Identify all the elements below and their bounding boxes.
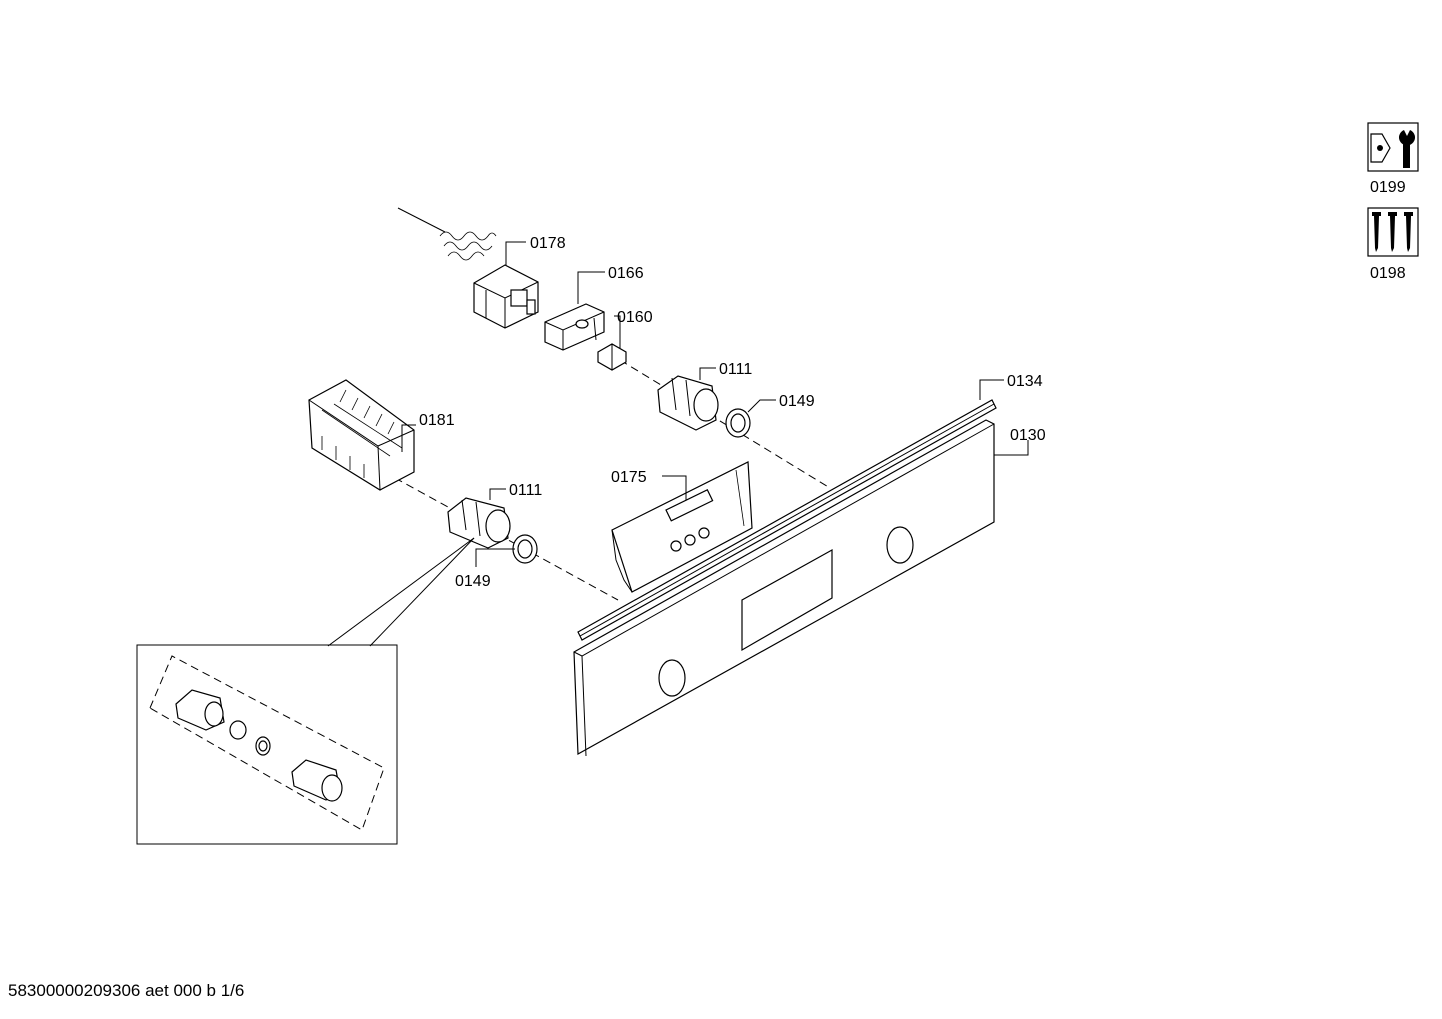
leader-0130 [993,440,1029,456]
icon-0198[interactable] [1367,207,1419,257]
label-0134: 0134 [1007,373,1043,390]
screws-icon [1372,212,1413,252]
detail-adapter [229,720,247,740]
leader-0181 [401,424,416,452]
part-0134-strip[interactable] [577,399,997,641]
leader-0178 [505,241,526,266]
part-0130-panel[interactable] [573,419,995,757]
assembly-axes [394,359,831,601]
label-0111-left: 0111 [509,482,542,499]
label-0178: 0178 [530,235,566,252]
label-0149-top: 0149 [779,393,815,410]
leader-0111-left [489,488,506,500]
leader-0160 [614,315,621,348]
part-0111-knob-left[interactable] [447,497,511,549]
label-0130: 0130 [1010,427,1046,444]
detail-inset [136,644,398,845]
icon-0199[interactable] [1367,122,1419,172]
label-0175: 0175 [611,469,647,486]
label-0181: 0181 [419,412,455,429]
leader-0175 [662,475,687,500]
wrench-nut-icon [1370,130,1416,168]
part-0149-ring-top[interactable] [725,408,751,438]
label-0160: 0160 [617,309,653,326]
leader-0111-top [699,367,716,380]
part-0111-knob-top[interactable] [657,375,719,431]
leader-0166 [577,271,605,304]
detail-knob [291,759,343,802]
detail-switch-body [175,689,225,731]
label-0166: 0166 [608,265,644,282]
part-0181-switch[interactable] [308,379,415,491]
part-0175-module[interactable] [611,461,753,593]
leader-0149-left [475,548,515,567]
part-0166-bracket[interactable] [544,303,605,351]
label-0198: 0198 [1370,265,1406,282]
detail-callout-lines [327,537,475,647]
leader-0134 [979,379,1004,400]
label-0149-left: 0149 [455,573,491,590]
label-0111-top: 0111 [719,361,752,378]
label-0199: 0199 [1370,179,1406,196]
part-0160-adapter[interactable] [597,343,627,371]
part-0149-ring-left[interactable] [512,534,538,564]
part-0178-thermostat[interactable] [397,207,539,329]
leader-0149-top [747,399,776,413]
document-footer: 58300000209306 aet 000 b 1/6 [8,981,245,1000]
detail-ring [255,736,271,756]
